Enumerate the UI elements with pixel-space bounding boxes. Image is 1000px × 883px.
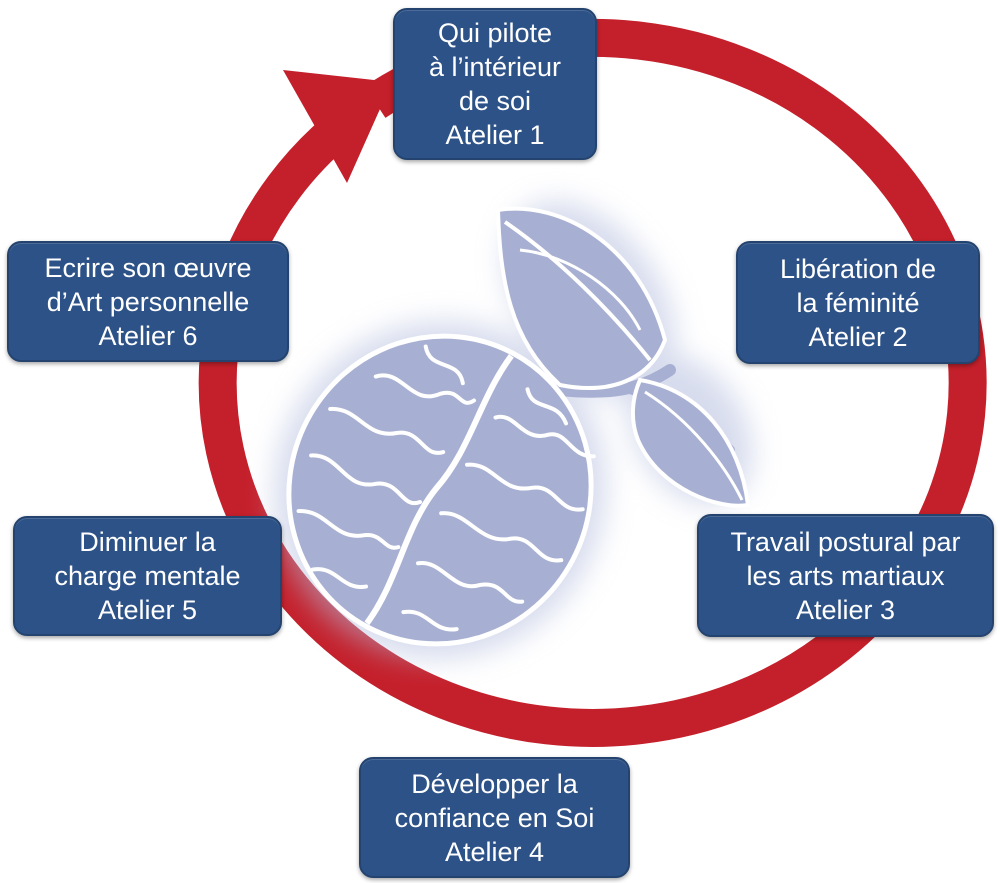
step-label-line: Atelier 2 bbox=[808, 321, 908, 352]
step-box-atelier-4: Développer la confiance en Soi Atelier 4 bbox=[359, 757, 630, 878]
step-label-line: d’Art personnelle bbox=[46, 286, 250, 317]
cycle-ring bbox=[198, 19, 987, 747]
step-label-line: Libération de bbox=[779, 253, 937, 284]
step-box-atelier-6: Ecrire son œuvre d’Art personnelle Ateli… bbox=[7, 241, 289, 362]
step-label-line: Ecrire son œuvre bbox=[44, 252, 252, 283]
step-label-line: Atelier 5 bbox=[97, 595, 198, 625]
step-label-line: la féminité bbox=[796, 287, 920, 318]
step-box-atelier-5: Diminuer la charge mentale Atelier 5 bbox=[13, 516, 282, 636]
step-label-line: les arts martiaux bbox=[746, 560, 945, 591]
step-box-atelier-3: Travail postural par les arts martiaux A… bbox=[697, 514, 994, 637]
step-label-line: de soi bbox=[458, 86, 532, 116]
step-label-line: Atelier 1 bbox=[445, 120, 545, 150]
step-label-line: Atelier 4 bbox=[444, 836, 545, 867]
step-label-line: Travail postural par bbox=[730, 526, 961, 557]
step-label-line: à l’intérieur bbox=[428, 52, 562, 82]
brain-with-leaves-icon bbox=[273, 201, 753, 659]
step-label-line: Atelier 3 bbox=[795, 594, 896, 625]
step-label-line: Diminuer la bbox=[79, 527, 216, 557]
step-label-line: charge mentale bbox=[54, 561, 241, 591]
step-label-line: confiance en Soi bbox=[394, 802, 595, 833]
step-label-line: Qui pilote bbox=[437, 18, 553, 48]
step-label-line: Développer la bbox=[411, 768, 578, 799]
cycle-arrowhead-icon bbox=[283, 70, 392, 183]
step-label-line: Atelier 6 bbox=[98, 320, 198, 351]
step-box-atelier-1: Qui pilote à l’intérieur de soi Atelier … bbox=[393, 8, 597, 160]
step-box-atelier-2: Libération de la féminité Atelier 2 bbox=[736, 241, 980, 364]
